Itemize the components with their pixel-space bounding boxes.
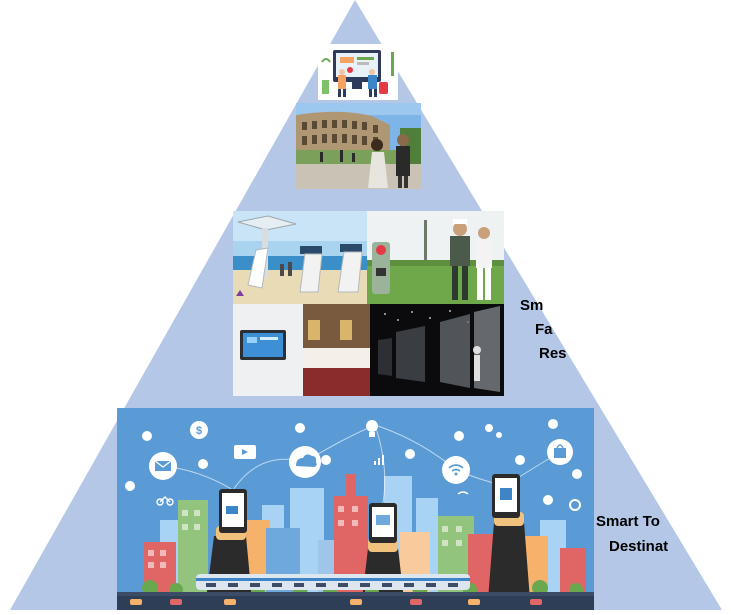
hand-phone-right — [488, 474, 530, 600]
label-line: Res — [539, 345, 567, 362]
travel-booking-illustration — [318, 44, 398, 100]
bar-chart-icon — [374, 455, 384, 465]
video-icon — [234, 445, 256, 459]
wifi-small-icon — [457, 491, 469, 495]
smart-facilities-label: Sm Fa Res — [0, 294, 731, 374]
smart-beach-bench-photo — [233, 211, 367, 304]
svg-text:$: $ — [196, 425, 202, 437]
colosseum-tourists-photo — [296, 103, 421, 189]
smart-hotel-room-photo — [233, 304, 370, 396]
metro-train — [196, 574, 470, 590]
shopping-bag-icon — [547, 439, 573, 465]
recycle-icon — [569, 499, 581, 511]
dollar-icon: $ — [190, 421, 208, 439]
label-line: Destinat — [609, 538, 669, 555]
wifi-icon — [442, 456, 470, 484]
smart-golf-caddie-photo — [367, 211, 504, 304]
mail-icon — [149, 452, 177, 480]
lightbulb-icon — [366, 420, 378, 437]
cloud-icon — [289, 446, 321, 478]
smart-destination-label: Smart To Destinat — [0, 510, 731, 570]
digital-museum-exhibit-photo — [370, 304, 504, 396]
label-line: Fa — [535, 321, 553, 338]
label-line: Smart To — [596, 513, 660, 530]
smart-city-illustration: $ — [117, 408, 594, 610]
bicycle-icon — [156, 496, 174, 506]
user-icon — [125, 419, 582, 505]
label-line: Sm — [520, 297, 544, 314]
gear-icon — [485, 424, 502, 438]
